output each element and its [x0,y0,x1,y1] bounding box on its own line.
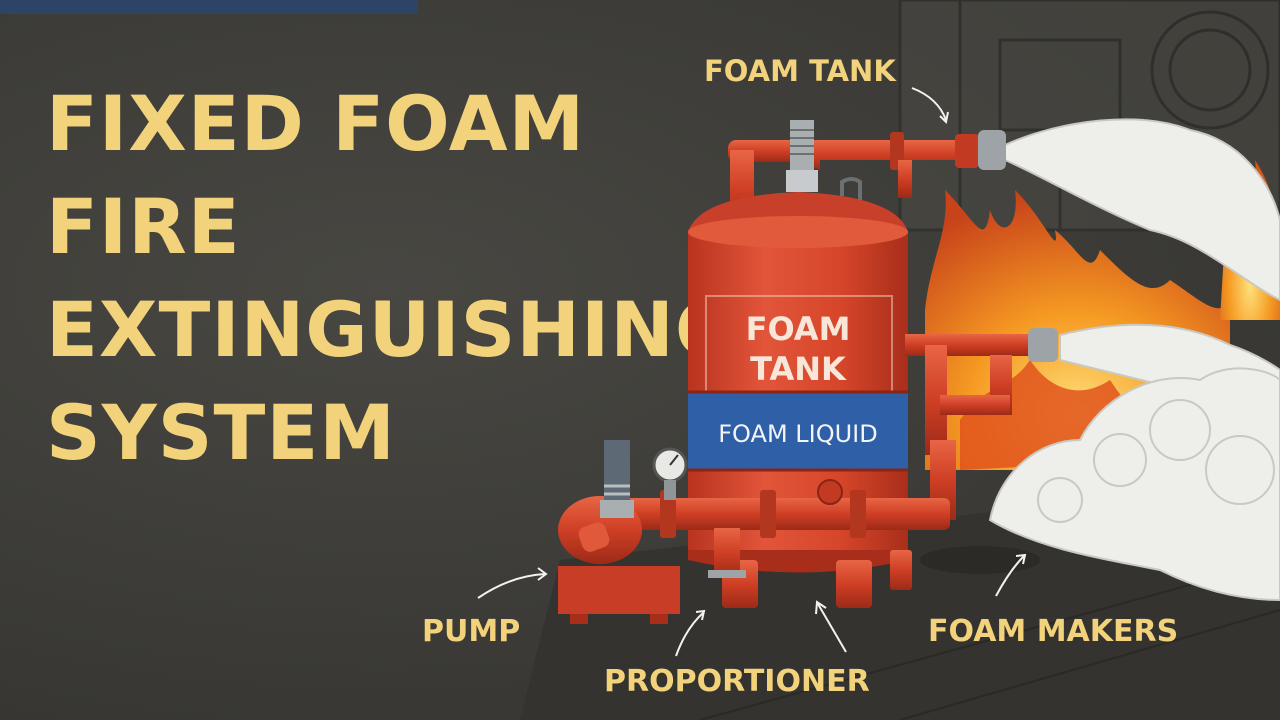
callout-arrows [477,87,1027,657]
callout-pump: PUMP [422,614,521,649]
tank-band-label: FOAM LIQUID [718,420,878,448]
foam-discharge [988,118,1280,602]
middle-discharge-pipe [905,328,1058,455]
callout-foam-tank: FOAM TANK [704,54,896,88]
tank-relief-valve [786,120,818,192]
title-line-4: SYSTEM [46,388,396,477]
tank-label-line-1: FOAM [746,310,851,348]
callout-proportioner: PROPORTIONER [604,664,870,699]
tank-label-line-2: TANK [750,350,847,388]
main-supply-pipe [600,440,956,578]
page-title: FIXED FOAM FIRE EXTINGUISHING SYSTEM [46,72,739,484]
pump-unit [558,440,688,624]
title-line-2: FIRE [46,182,241,271]
title-line-1: FIXED FOAM [46,79,586,168]
title-line-3: EXTINGUISHING [46,285,739,374]
top-accent-strip [0,0,418,14]
callout-foam-makers: FOAM MAKERS [928,614,1179,649]
